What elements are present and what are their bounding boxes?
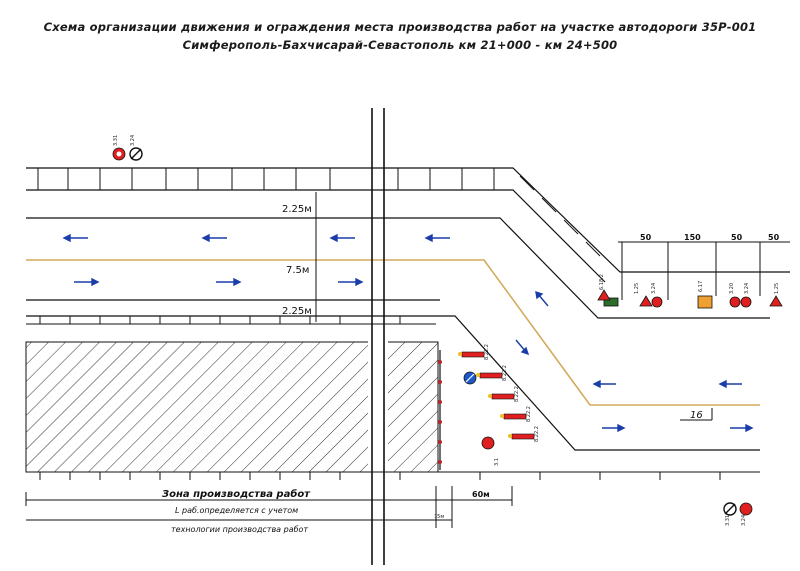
svg-text:3.31: 3.31: [725, 515, 731, 526]
speed-limit-sign-2-icon: [740, 296, 752, 308]
top-left-signs: [112, 147, 143, 161]
no-overtaking-sign-icon: [729, 296, 741, 308]
svg-text:6.18.2: 6.18.2: [599, 274, 605, 290]
dim-shoulder-bottom: 2.25м: [282, 306, 312, 317]
taper-length: 60м: [472, 490, 490, 499]
svg-text:3.31: 3.31: [113, 135, 119, 146]
direction-sign-icon: [603, 297, 619, 307]
svg-text:8.22.2: 8.22.2: [484, 344, 490, 360]
svg-text:8.22.2: 8.22.2: [514, 386, 520, 402]
zone-note-2: технологии производства работ: [171, 525, 308, 534]
svg-text:8.22.2: 8.22.2: [534, 426, 540, 442]
no-entry-sign-icon: [481, 436, 495, 450]
road-outline: [26, 167, 790, 451]
svg-text:1.25: 1.25: [634, 283, 640, 294]
spacing-4: 50: [768, 233, 780, 242]
svg-text:3.24: 3.24: [744, 283, 750, 294]
detour-sign-icon: [697, 295, 713, 309]
svg-text:8.22.2: 8.22.2: [526, 406, 532, 422]
speed-limit-sign-icon: [651, 296, 663, 308]
bottom-fence: [26, 316, 436, 325]
width-dimensions: [270, 192, 322, 322]
svg-text:3.20: 3.20: [729, 283, 735, 294]
diagram-subtitle: Симферополь-Бахчисарай-Севастополь км 21…: [182, 38, 618, 52]
barrier-board-icon: [503, 413, 527, 420]
spacing-2: 150: [684, 233, 701, 242]
advance-signs: [597, 289, 783, 309]
svg-text:3.1: 3.1: [494, 458, 500, 466]
dim-carriageway: 7.5м: [286, 265, 309, 276]
warning-sign-2-icon: [769, 295, 783, 307]
end-speed-limit-sign-icon: [739, 502, 753, 516]
svg-text:8.22.2: 8.22.2: [502, 365, 508, 381]
svg-text:6.17: 6.17: [698, 281, 704, 292]
roadworks-sign-icon: [639, 295, 653, 307]
barrier-board-icon: [461, 351, 485, 358]
center-line: [26, 259, 760, 406]
traffic-arrows: [62, 233, 754, 433]
lane-mark-label: 16: [690, 410, 703, 421]
spacing-3: 50: [731, 233, 743, 242]
barrier-board-icon: [491, 393, 515, 400]
bottom-right-signs: [723, 502, 753, 516]
buffer-length: 15м: [434, 514, 444, 520]
section-lines: [371, 108, 385, 565]
spacing-1: 50: [640, 233, 652, 242]
zone-note-1: L раб.определяется с учетом: [175, 506, 298, 515]
barrier-board-icon: [511, 433, 535, 440]
dim-shoulder-top: 2.25м: [282, 204, 312, 215]
svg-text:1.25: 1.25: [774, 283, 780, 294]
bottom-ground-ticks: [26, 471, 760, 480]
work-zone-barriers: [438, 350, 535, 470]
work-zone-label: Зона производства работ: [162, 488, 311, 500]
top-edge-ticks: [37, 168, 601, 257]
zone-dimensions: [25, 486, 513, 528]
warning-sign-icon: [597, 289, 611, 301]
svg-text:3.24: 3.24: [130, 135, 136, 146]
sign-center-icon: [116, 151, 122, 157]
svg-text:3.24: 3.24: [651, 283, 657, 294]
barrier-board-icon: [479, 372, 503, 379]
diagram-title: Схема организации движения и ограждения …: [43, 20, 757, 34]
svg-text:3.24: 3.24: [741, 515, 747, 526]
lane-mark: [680, 408, 713, 421]
sign-spacing-dims: [618, 241, 790, 300]
work-zone-gap: [368, 338, 388, 476]
